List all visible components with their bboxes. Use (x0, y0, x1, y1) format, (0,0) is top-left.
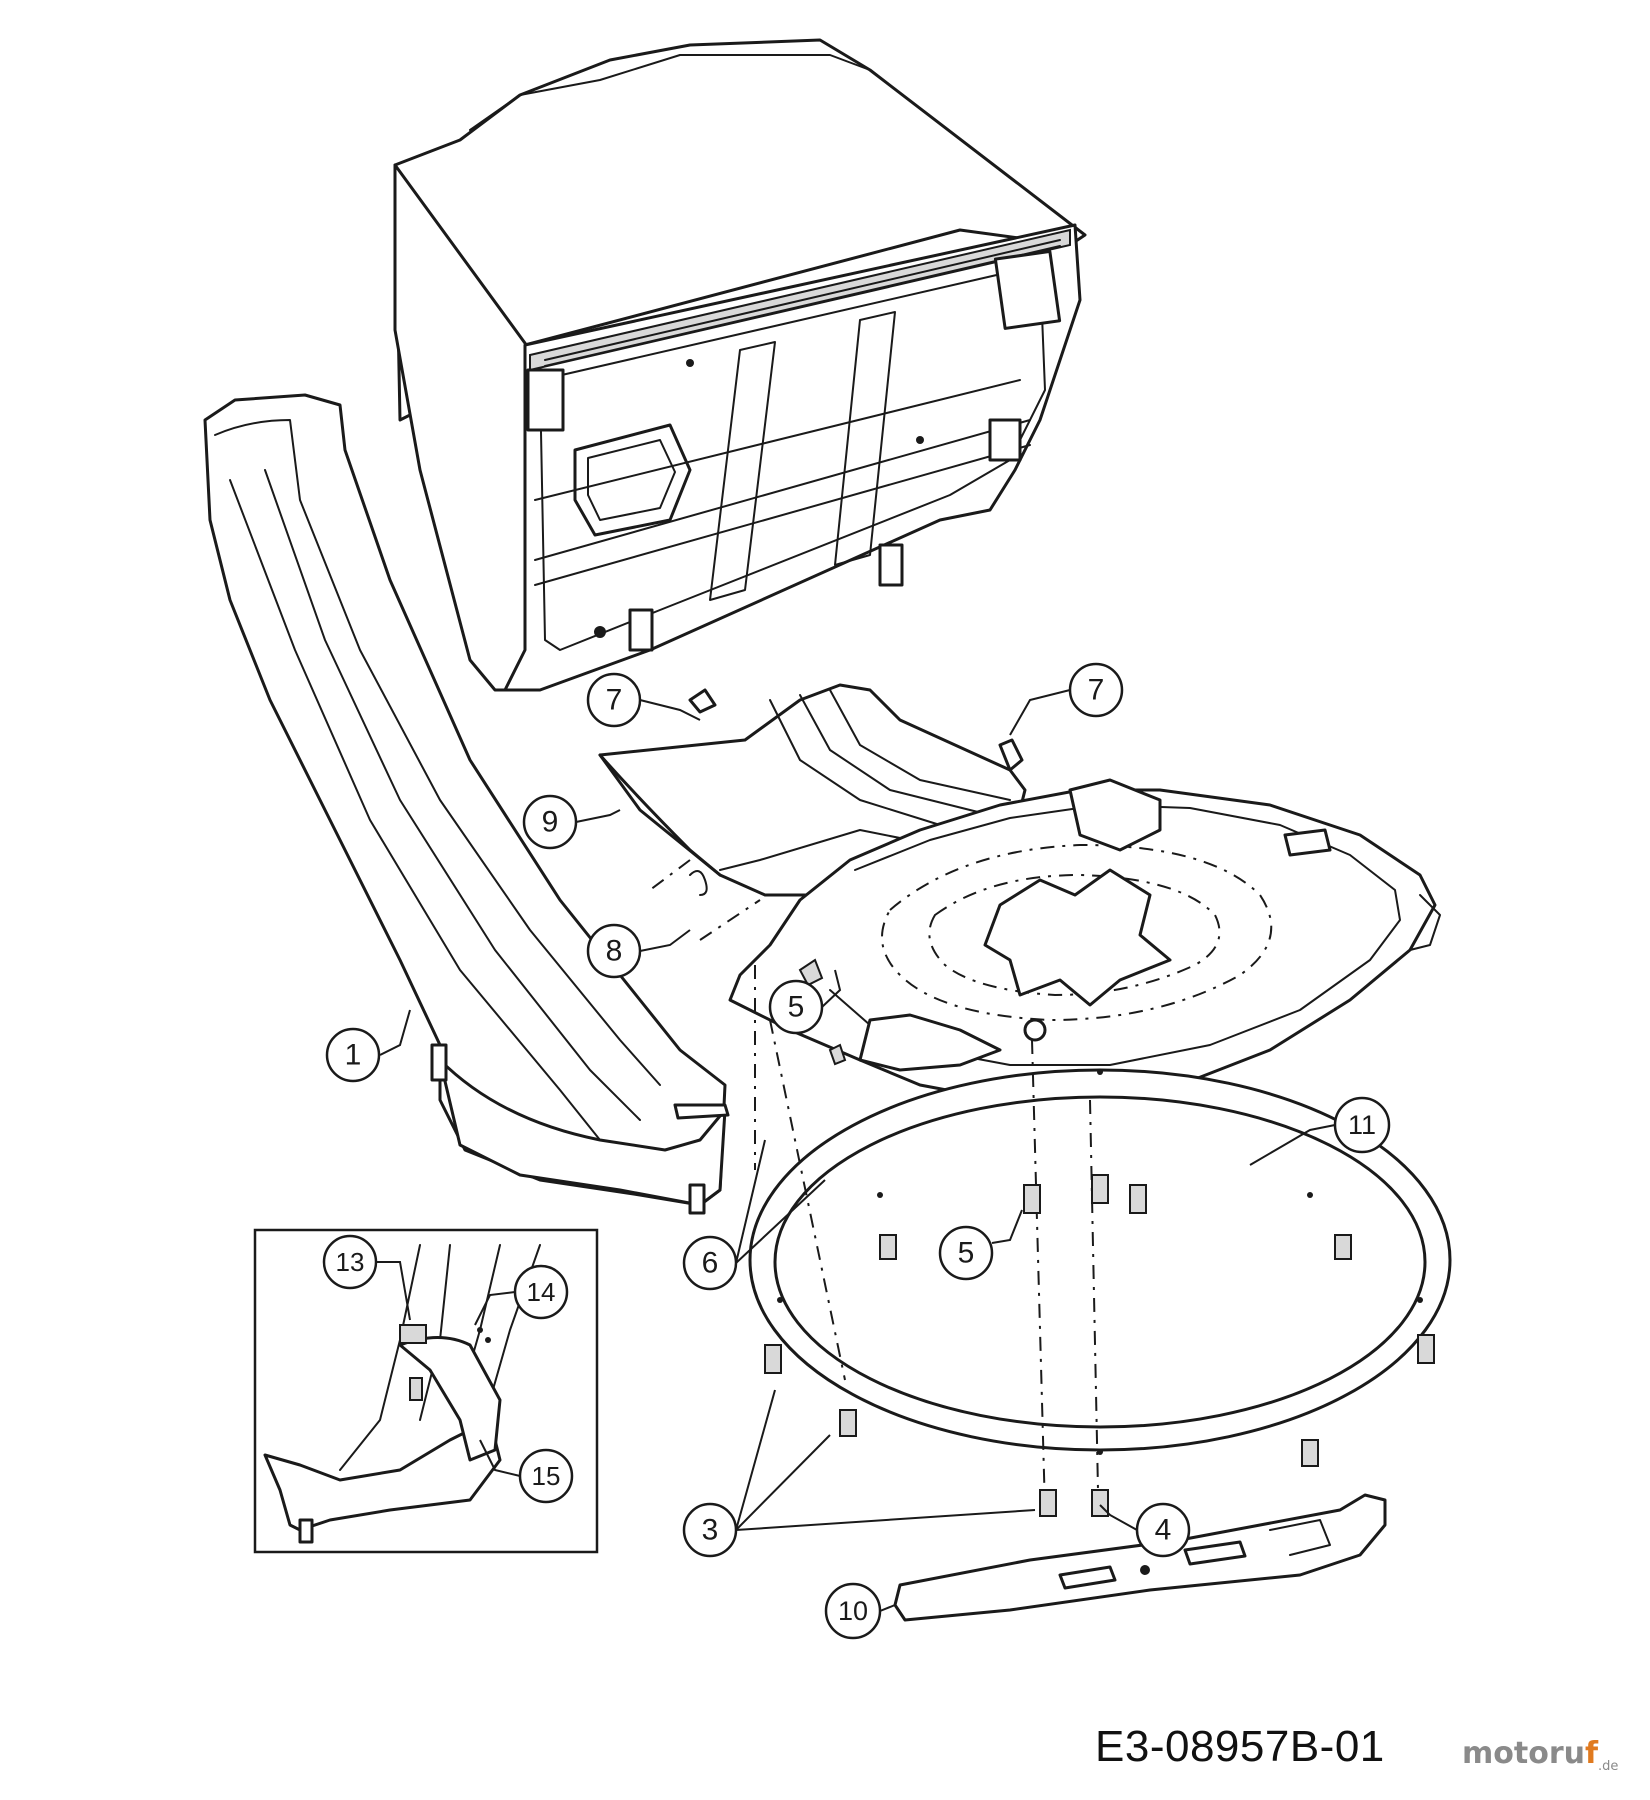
mower-deck (728, 778, 1441, 1102)
callout-14-label: 14 (527, 1277, 556, 1307)
callout-7-left: 7 (586, 672, 642, 728)
callout-6-label: 6 (702, 1247, 719, 1280)
callout-14: 14 (513, 1264, 569, 1320)
fasteners (688, 688, 1435, 1517)
callout-7-left-label: 7 (606, 684, 623, 717)
deck-ring (748, 1068, 1452, 1455)
callout-5-lower: 5 (938, 1225, 994, 1281)
callout-13: 13 (322, 1234, 378, 1290)
callout-7-right: 7 (1068, 662, 1124, 718)
callout-15: 15 (518, 1448, 574, 1504)
callout-5-upper-label: 5 (788, 991, 805, 1024)
callout-15-label: 15 (532, 1461, 561, 1491)
grass-catcher-bag (393, 38, 1087, 692)
callout-9: 9 (522, 794, 578, 850)
callout-4-label: 4 (1155, 1514, 1172, 1547)
callout-10: 10 (824, 1582, 882, 1640)
callout-1: 1 (325, 1027, 381, 1083)
diagram-id: E3-08957B-01 (1095, 1722, 1385, 1771)
callout-11: 11 (1333, 1096, 1391, 1154)
brand-watermark: motoruf.de (1462, 1736, 1618, 1774)
callout-8-label: 8 (606, 935, 623, 968)
callout-8: 8 (586, 923, 642, 979)
mower-blade (893, 1493, 1387, 1622)
brand-accent-letter: f (1584, 1736, 1599, 1771)
assembly-lines (649, 859, 1099, 1511)
callout-1-label: 1 (345, 1039, 362, 1072)
callout-3: 3 (682, 1502, 738, 1558)
leader-lines (375, 689, 1336, 1612)
callout-4: 4 (1135, 1502, 1191, 1558)
callout-9-label: 9 (542, 806, 559, 839)
brand-suffix: .de (1598, 1759, 1619, 1774)
callout-11-label: 11 (1348, 1110, 1376, 1140)
callout-5-lower-label: 5 (958, 1237, 975, 1270)
callout-6: 6 (682, 1235, 738, 1291)
callout-5-upper: 5 (768, 979, 824, 1035)
brand-name: motoruf (1462, 1736, 1599, 1771)
callout-7-right-label: 7 (1088, 674, 1105, 707)
discharge-chute (203, 393, 730, 1215)
callout-13-label: 13 (336, 1247, 365, 1277)
callout-3-label: 3 (702, 1514, 719, 1547)
callout-10-label: 10 (838, 1596, 868, 1626)
